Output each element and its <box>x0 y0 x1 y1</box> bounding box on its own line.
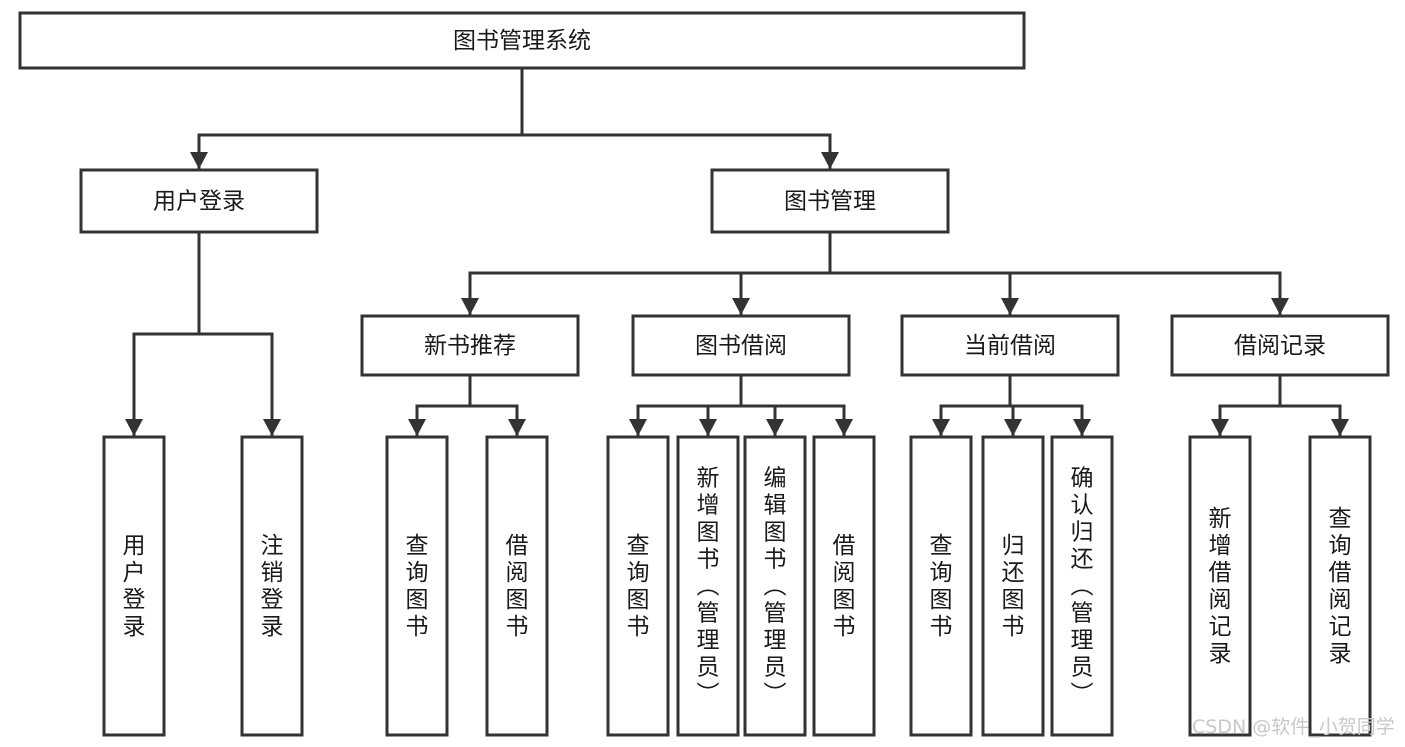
node-box-leaf-borrow-book[interactable] <box>812 435 876 737</box>
node-label-new-book-recommend: 新书推荐 <box>424 333 516 359</box>
node-label-root: 图书管理系统 <box>453 28 591 54</box>
node-leaf-borrow-book-recommend[interactable]: 借阅图书 <box>485 435 549 737</box>
arrow-root-to-book-management <box>821 152 839 169</box>
node-box-book-borrow[interactable] <box>631 314 851 377</box>
arrow-book-borrow-to-leaf-query-book-borrow <box>629 419 647 436</box>
node-label-leaf-confirm-return-admin: 确认归还︵管理员︶ <box>1071 466 1094 708</box>
node-label-borrow-record: 借阅记录 <box>1234 333 1326 359</box>
node-box-leaf-query-book-recommend[interactable] <box>385 435 449 737</box>
node-box-user-login[interactable] <box>79 168 319 234</box>
node-user-login[interactable]: 用户登录 <box>79 168 319 234</box>
node-label-leaf-edit-book-admin: 编辑图书︵管理员︶ <box>764 466 787 708</box>
node-box-leaf-logout[interactable] <box>240 435 304 737</box>
node-label-leaf-query-book-borrow: 查询图书 <box>627 533 650 640</box>
node-label-leaf-query-borrow-record: 查询借阅记录 <box>1329 506 1352 667</box>
node-box-leaf-query-book-borrow[interactable] <box>606 435 670 737</box>
arrow-book-borrow-to-leaf-add-book-admin <box>699 419 717 436</box>
node-box-leaf-return-book[interactable] <box>981 435 1045 737</box>
node-label-leaf-borrow-book: 借阅图书 <box>833 533 856 640</box>
node-label-leaf-query-book-recommend: 查询图书 <box>406 533 429 640</box>
arrow-bookmgmt-to-book-borrow <box>732 298 750 315</box>
arrow-bookmgmt-to-current-borrow <box>1001 298 1019 315</box>
node-leaf-borrow-book[interactable]: 借阅图书 <box>812 435 876 737</box>
node-root[interactable]: 图书管理系统 <box>18 11 1026 70</box>
node-leaf-confirm-return-admin[interactable]: 确认归还︵管理员︶ <box>1050 435 1114 737</box>
node-box-book-management[interactable] <box>710 168 950 234</box>
node-label-leaf-return-book: 归还图书 <box>1002 533 1025 640</box>
node-leaf-query-book-current[interactable]: 查询图书 <box>909 435 973 737</box>
node-label-current-borrow: 当前借阅 <box>964 333 1056 359</box>
node-leaf-edit-book-admin[interactable]: 编辑图书︵管理员︶ <box>743 435 807 737</box>
arrow-new-book-recommend-to-leaf-borrow-book-recommend <box>508 419 526 436</box>
csdn-watermark: CSDN @软件_小贺同学 <box>1192 716 1395 738</box>
arrow-current-borrow-to-leaf-query-book-current <box>932 419 950 436</box>
node-leaf-user-login[interactable]: 用户登录 <box>102 435 166 737</box>
node-label-user-login: 用户登录 <box>153 189 245 215</box>
arrow-user-login-to-leaf-logout <box>263 419 281 436</box>
node-label-book-borrow: 图书借阅 <box>695 333 787 359</box>
node-leaf-add-borrow-record[interactable]: 新增借阅记录 <box>1188 435 1252 737</box>
node-book-management[interactable]: 图书管理 <box>710 168 950 234</box>
node-book-borrow[interactable]: 图书借阅 <box>631 314 851 377</box>
node-layer: 图书管理系统用户登录图书管理新书推荐图书借阅当前借阅借阅记录用户登录注销登录查询… <box>18 11 1390 737</box>
arrow-book-borrow-to-leaf-edit-book-admin <box>766 419 784 436</box>
node-new-book-recommend[interactable]: 新书推荐 <box>360 314 580 377</box>
node-leaf-query-book-recommend[interactable]: 查询图书 <box>385 435 449 737</box>
node-label-leaf-add-borrow-record: 新增借阅记录 <box>1209 506 1232 667</box>
node-box-current-borrow[interactable] <box>900 314 1120 377</box>
node-box-borrow-record[interactable] <box>1170 314 1390 377</box>
node-label-leaf-borrow-book-recommend: 借阅图书 <box>506 533 529 640</box>
arrow-current-borrow-to-leaf-return-book <box>1004 419 1022 436</box>
arrow-root-to-user-login <box>190 152 208 169</box>
node-box-leaf-add-borrow-record[interactable] <box>1188 435 1252 737</box>
node-box-leaf-edit-book-admin[interactable] <box>743 435 807 737</box>
node-box-new-book-recommend[interactable] <box>360 314 580 377</box>
arrow-book-borrow-to-leaf-borrow-book <box>835 419 853 436</box>
node-leaf-query-borrow-record[interactable]: 查询借阅记录 <box>1308 435 1372 737</box>
node-leaf-query-book-borrow[interactable]: 查询图书 <box>606 435 670 737</box>
node-borrow-record[interactable]: 借阅记录 <box>1170 314 1390 377</box>
node-box-root[interactable] <box>18 11 1026 70</box>
node-current-borrow[interactable]: 当前借阅 <box>900 314 1120 377</box>
arrow-borrow-record-to-leaf-add-borrow-record <box>1211 419 1229 436</box>
node-label-leaf-query-book-current: 查询图书 <box>930 533 953 640</box>
node-box-leaf-borrow-book-recommend[interactable] <box>485 435 549 737</box>
node-label-leaf-add-book-admin: 新增图书︵管理员︶ <box>697 466 720 708</box>
node-leaf-return-book[interactable]: 归还图书 <box>981 435 1045 737</box>
node-box-leaf-query-book-current[interactable] <box>909 435 973 737</box>
arrow-current-borrow-to-leaf-confirm-return-admin <box>1073 419 1091 436</box>
arrow-bookmgmt-to-borrow-record <box>1271 298 1289 315</box>
node-label-leaf-user-login: 用户登录 <box>123 533 146 640</box>
arrow-borrow-record-to-leaf-query-borrow-record <box>1331 419 1349 436</box>
arrow-user-login-to-leaf-user-login <box>125 419 143 436</box>
arrow-new-book-recommend-to-leaf-query-book-recommend <box>408 419 426 436</box>
arrow-bookmgmt-to-new-book-recommend <box>461 298 479 315</box>
connector-layer <box>125 66 1349 438</box>
node-box-leaf-user-login[interactable] <box>102 435 166 737</box>
node-box-leaf-query-borrow-record[interactable] <box>1308 435 1372 737</box>
node-label-book-management: 图书管理 <box>784 189 876 215</box>
node-box-leaf-confirm-return-admin[interactable] <box>1050 435 1114 737</box>
node-leaf-logout[interactable]: 注销登录 <box>240 435 304 737</box>
node-label-leaf-logout: 注销登录 <box>261 533 284 640</box>
node-leaf-add-book-admin[interactable]: 新增图书︵管理员︶ <box>676 435 740 737</box>
node-box-leaf-add-book-admin[interactable] <box>676 435 740 737</box>
